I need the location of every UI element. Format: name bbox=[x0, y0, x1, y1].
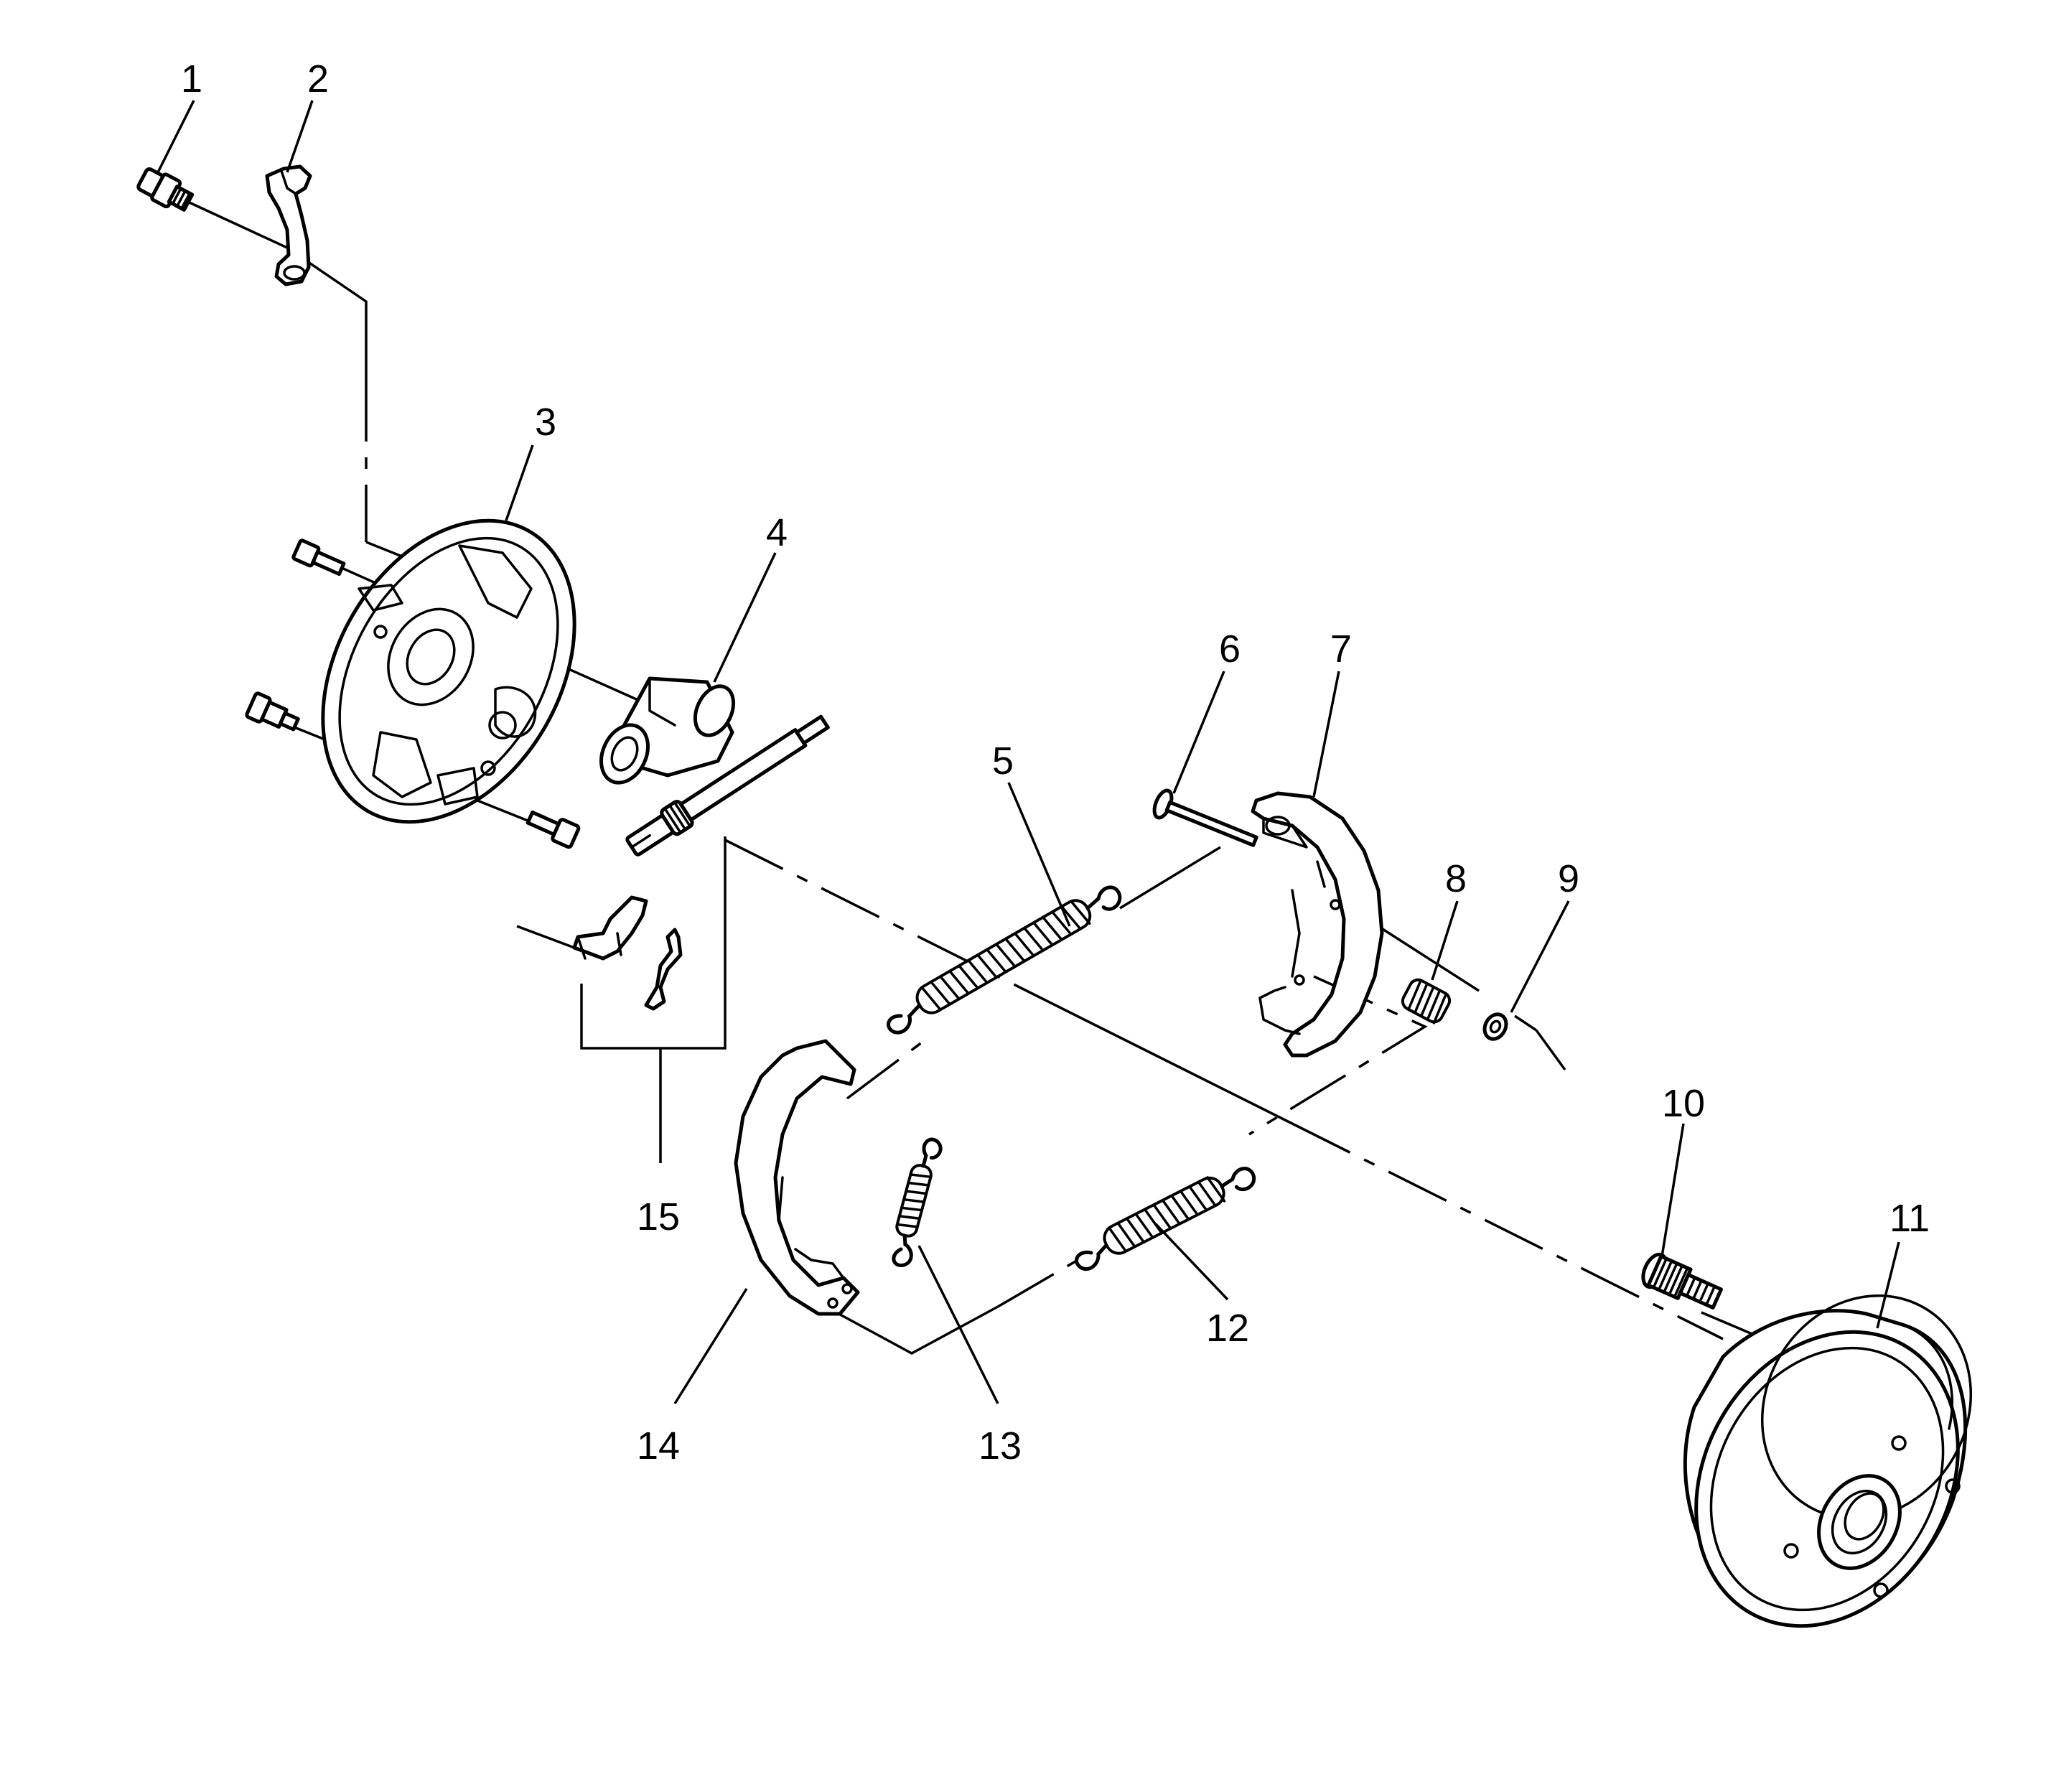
axis-3-plate bbox=[365, 541, 403, 558]
plate-stud-side bbox=[245, 691, 300, 732]
callout-1: 1 bbox=[181, 57, 202, 101]
backing-plate bbox=[321, 518, 576, 824]
brake-drum bbox=[1683, 1294, 1973, 1628]
callout-leaders bbox=[157, 100, 1900, 1404]
axis-shoe14-12 bbox=[825, 1305, 999, 1355]
callout-12: 12 bbox=[1206, 1307, 1249, 1350]
axis-spring5-7 bbox=[1119, 846, 1221, 910]
axis-1-2 bbox=[182, 198, 368, 377]
axis-shoe14-12b bbox=[997, 1255, 1085, 1308]
adjuster-lever bbox=[572, 895, 648, 961]
wheel-stud bbox=[1641, 1252, 1723, 1310]
axis-main-4 bbox=[1694, 1323, 1724, 1340]
axis-shoe14-spring5 bbox=[846, 1032, 935, 1100]
axis-stud bbox=[1701, 1311, 1760, 1338]
callout-4: 4 bbox=[766, 511, 788, 554]
retainer-cup bbox=[1482, 1012, 1508, 1041]
axis-clip bbox=[516, 925, 575, 949]
axis-9-end bbox=[1535, 1029, 1566, 1071]
callout-13: 13 bbox=[978, 1424, 1022, 1467]
lower-return-spring bbox=[1075, 1167, 1256, 1271]
callout-10: 10 bbox=[1662, 1082, 1705, 1125]
hold-down-spring bbox=[1401, 978, 1452, 1025]
axis-main-2 bbox=[1019, 986, 1293, 1125]
callout-15: 15 bbox=[637, 1195, 680, 1238]
axis-main-3 bbox=[1291, 1122, 1695, 1326]
wheel-cylinder bbox=[599, 676, 736, 785]
callout-11: 11 bbox=[1889, 1197, 1930, 1240]
callout-5: 5 bbox=[992, 739, 1014, 783]
hold-down-pin bbox=[1152, 788, 1258, 847]
callout-8: 8 bbox=[1445, 857, 1467, 900]
bleeder-valve bbox=[136, 167, 195, 212]
callout-6: 6 bbox=[1219, 627, 1241, 671]
brake-shoe-left bbox=[734, 1039, 860, 1316]
callout-7: 7 bbox=[1330, 627, 1352, 671]
callout-14: 14 bbox=[637, 1424, 680, 1467]
cable-clip bbox=[265, 164, 312, 286]
bracket-15 bbox=[580, 836, 727, 1050]
adjuster-spring-clip bbox=[644, 928, 683, 1011]
upper-return-spring bbox=[887, 885, 1122, 1035]
axis-9 bbox=[1514, 1014, 1537, 1032]
adjuster-spring bbox=[892, 1137, 943, 1267]
plate-bolt-lower bbox=[525, 810, 581, 849]
brake-shoe-right bbox=[1251, 791, 1384, 1058]
adjuster-screw bbox=[625, 714, 830, 857]
callout-3: 3 bbox=[535, 401, 556, 444]
callout-labels: 1 2 3 4 5 6 7 8 9 10 11 12 13 14 15 bbox=[181, 57, 1930, 1467]
callout-9: 9 bbox=[1558, 857, 1579, 900]
plate-bolt-upper bbox=[291, 538, 346, 577]
callout-2: 2 bbox=[307, 57, 329, 101]
